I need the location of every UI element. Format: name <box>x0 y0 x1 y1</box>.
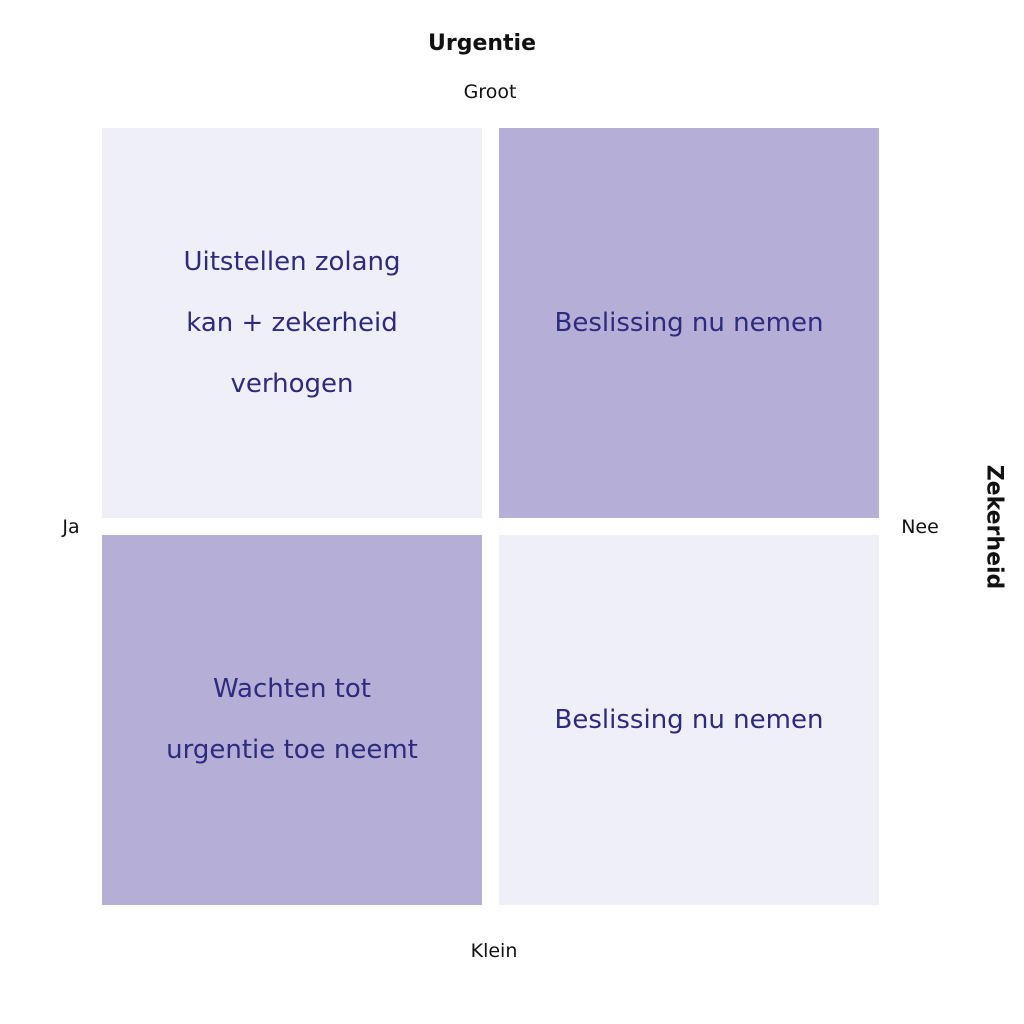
quadrant-bottom-right-text: Beslissing nu nemen <box>554 704 824 735</box>
quadrant-top-right: Beslissing nu nemen <box>499 128 879 518</box>
quadrant-bottom-right: Beslissing nu nemen <box>499 535 879 905</box>
certainty-yes-label: Ja <box>62 516 80 538</box>
urgency-low-label: Klein <box>470 940 518 962</box>
urgency-axis-title: Urgentie <box>427 31 537 56</box>
quadrant-bottom-left-text: Wachten tot urgentie toe neemt <box>166 674 418 765</box>
quadrant-top-left-text: Uitstellen zolang kan + zekerheid verhog… <box>183 246 401 399</box>
certainty-axis-title: Zekerheid <box>981 464 1007 590</box>
quadrant-top-right-text: Beslissing nu nemen <box>554 307 824 338</box>
quadrant-top-left: Uitstellen zolang kan + zekerheid verhog… <box>102 128 482 518</box>
certainty-no-label: Nee <box>901 516 939 538</box>
quadrant-bottom-left: Wachten tot urgentie toe neemt <box>102 535 482 905</box>
urgency-high-label: Groot <box>463 81 517 103</box>
